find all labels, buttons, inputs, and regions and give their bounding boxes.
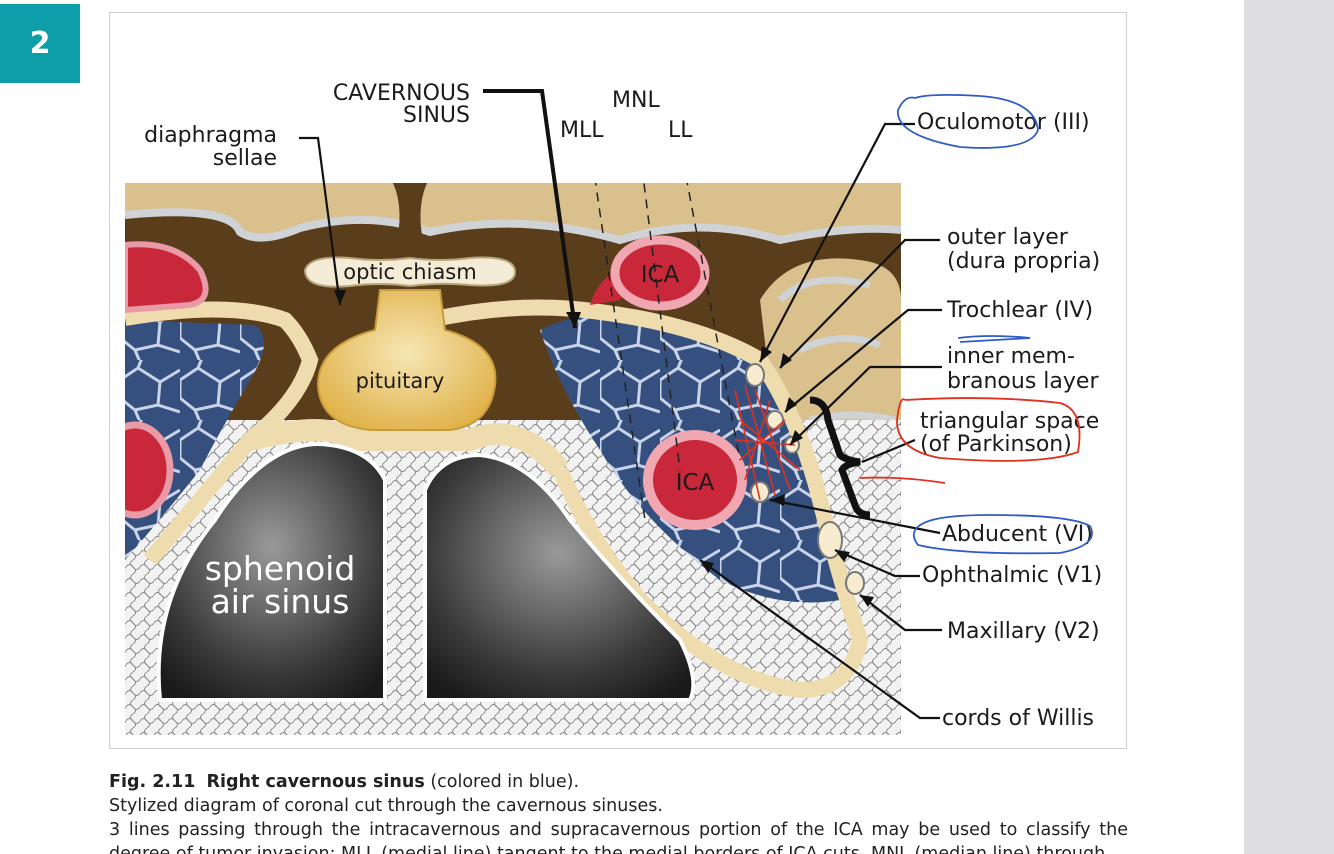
right-margin-panel bbox=[1244, 0, 1334, 854]
label-inner-layer-line1: inner mem- bbox=[947, 344, 1075, 369]
label-ica-upper: ICA bbox=[641, 262, 680, 288]
label-outer-layer-line2: (dura propria) bbox=[947, 249, 1100, 274]
label-triangular-line1: triangular space bbox=[920, 409, 1099, 434]
caption-line-4: degree of tumor invasion: MLL (medial li… bbox=[109, 844, 1106, 854]
caption-line-3: 3 lines passing through the intracaverno… bbox=[109, 820, 1128, 840]
label-ll: LL bbox=[668, 118, 693, 143]
chapter-number: 2 bbox=[29, 26, 51, 61]
label-mll: MLL bbox=[560, 118, 604, 143]
label-cords-of-willis: cords of Willis bbox=[942, 706, 1094, 731]
label-mnl: MNL bbox=[612, 88, 660, 113]
label-diaphragma-line1: diaphragma bbox=[144, 123, 277, 148]
chapter-number-tab: 2 bbox=[0, 4, 80, 83]
caption-line-2: Stylized diagram of coronal cut through … bbox=[109, 796, 663, 816]
label-trochlear: Trochlear (IV) bbox=[946, 298, 1093, 323]
label-maxillary: Maxillary (V2) bbox=[947, 619, 1100, 644]
label-pituitary: pituitary bbox=[356, 369, 445, 393]
figure-caption: Fig. 2.11 Right cavernous sinus (colored… bbox=[109, 770, 1128, 854]
red-hatching-annotation bbox=[734, 384, 801, 501]
label-cavernous-sinus-line2: SINUS bbox=[403, 103, 470, 128]
caption-title-bold: Right cavernous sinus bbox=[206, 772, 425, 792]
label-ica-lower: ICA bbox=[676, 470, 715, 496]
cavernous-sinus-diagram: CAVERNOUS SINUS MNL MLL LL diaphragma se… bbox=[125, 81, 1102, 735]
label-cavernous-sinus-line1: CAVERNOUS bbox=[333, 81, 470, 106]
caption-title-rest: (colored in blue). bbox=[424, 772, 580, 792]
label-inner-layer-line2: branous layer bbox=[947, 369, 1099, 394]
label-outer-layer-line1: outer layer bbox=[947, 225, 1069, 250]
label-diaphragma-line2: sellae bbox=[213, 146, 277, 171]
label-optic-chiasm: optic chiasm bbox=[343, 260, 476, 284]
label-sphenoid-line2: air sinus bbox=[211, 582, 350, 621]
label-sphenoid-line1: sphenoid bbox=[205, 549, 356, 588]
label-abducent: Abducent (VI) bbox=[942, 522, 1093, 547]
label-triangular-line2: (of Parkinson) bbox=[920, 432, 1072, 457]
label-oculomotor: Oculomotor (III) bbox=[917, 110, 1090, 135]
handwritten-annotations bbox=[859, 93, 1093, 555]
caption-line-1: Fig. 2.11 Right cavernous sinus (colored… bbox=[109, 770, 1128, 794]
label-ophthalmic: Ophthalmic (V1) bbox=[922, 563, 1102, 588]
caption-fig-number: Fig. 2.11 bbox=[109, 772, 196, 792]
